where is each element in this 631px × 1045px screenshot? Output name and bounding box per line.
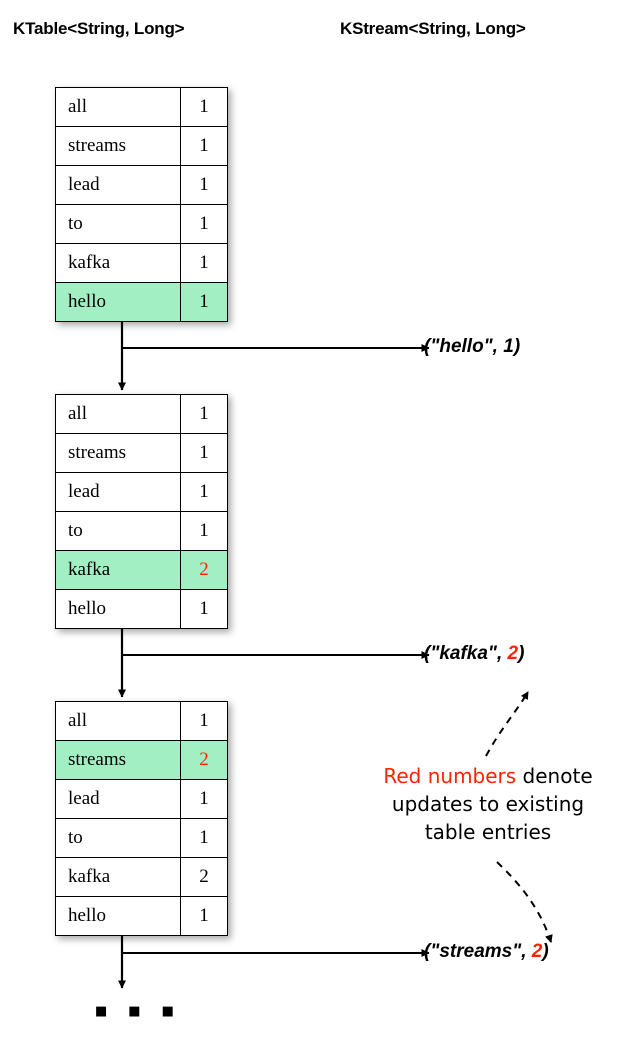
kstream-column-header: KStream<String, Long> [340, 19, 526, 38]
table-cell-key: lead [55, 165, 181, 205]
table-cell-value: 2 [180, 550, 228, 590]
legend-note-line-1: Red numbers denote [356, 762, 620, 790]
table-cell-value: 1 [180, 204, 228, 244]
record-close-paren: ) [542, 941, 549, 962]
ktable-column-header: KTable<String, Long> [13, 19, 185, 38]
table-cell-value: 1 [180, 282, 228, 322]
table-cell-key: streams [55, 433, 181, 473]
table-cell-value: 1 [180, 818, 228, 858]
table-cell-key: to [55, 204, 181, 244]
table-cell-value: 1 [180, 779, 228, 819]
legend-note-red-phrase: Red numbers [383, 764, 517, 788]
legend-note-line-3: table entries [424, 820, 552, 844]
flow-arrow-3 [118, 934, 430, 989]
table-cell-value: 2 [180, 740, 228, 780]
table-cell-key: to [55, 511, 181, 551]
table-cell-key: kafka [55, 857, 181, 897]
stream-record-2: ("kafka", 2) [424, 643, 524, 665]
stream-record-1: ("hello", 1) [424, 336, 520, 358]
table-cell-value: 1 [180, 433, 228, 473]
callout-arrow-up [485, 691, 529, 757]
record-key-part: ("hello", [424, 336, 504, 357]
flow-arrow-2 [118, 627, 430, 698]
table-cell-key: all [55, 87, 181, 127]
table-cell-value: 1 [180, 126, 228, 166]
table-cell-key: hello [55, 896, 181, 936]
table-cell-key: all [55, 701, 181, 741]
table-cell-value: 1 [180, 87, 228, 127]
table-cell-key: lead [55, 472, 181, 512]
table-cell-value: 1 [180, 511, 228, 551]
table-cell-value: 1 [180, 165, 228, 205]
continuation-ellipsis: ▪ ▪ ▪ [94, 989, 179, 1033]
flow-arrow-1 [118, 320, 430, 391]
table-cell-key: streams [55, 126, 181, 166]
record-close-paren: ) [518, 643, 525, 664]
record-key-part: ("streams", [424, 941, 532, 962]
stream-record-3: ("streams", 2) [424, 941, 549, 963]
table-cell-value: 1 [180, 896, 228, 936]
table-cell-key: hello [55, 282, 181, 322]
callout-arrow-down [496, 861, 553, 943]
legend-note: Red numbers denote updates to existing t… [356, 762, 620, 846]
table-cell-key: lead [55, 779, 181, 819]
table-cell-key: all [55, 394, 181, 434]
record-value-part: 2 [507, 643, 519, 664]
table-cell-value: 1 [180, 472, 228, 512]
legend-note-line-1-rest: denote [516, 764, 593, 788]
table-cell-value: 1 [180, 394, 228, 434]
record-close-paren: ) [513, 336, 521, 357]
table-cell-value: 2 [180, 857, 228, 897]
record-value-part: 1 [503, 336, 514, 357]
table-cell-key: kafka [55, 243, 181, 283]
table-cell-value: 1 [180, 243, 228, 283]
table-cell-key: kafka [55, 550, 181, 590]
table-cell-value: 1 [180, 701, 228, 741]
table-cell-value: 1 [180, 589, 228, 629]
legend-note-line-2: updates to existing [391, 792, 585, 816]
table-cell-key: to [55, 818, 181, 858]
record-key-part: ("kafka", [424, 643, 508, 664]
record-value-part: 2 [531, 941, 543, 962]
table-cell-key: streams [55, 740, 181, 780]
table-cell-key: hello [55, 589, 181, 629]
